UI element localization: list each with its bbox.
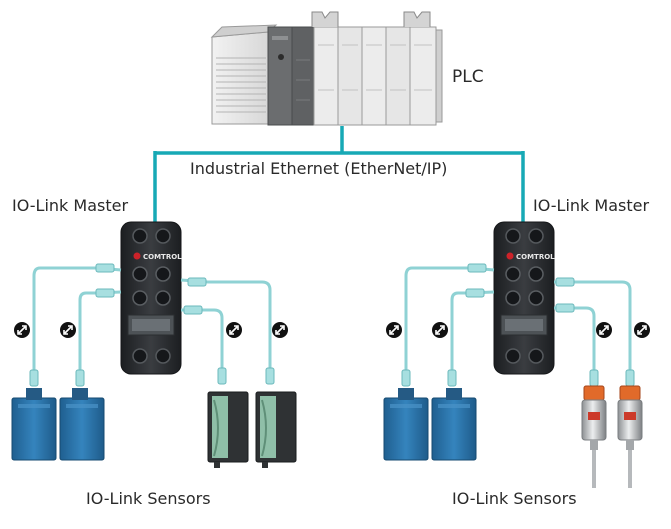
io-link-symbol-icon bbox=[596, 322, 612, 338]
master-brand-label: COMTROL bbox=[516, 253, 555, 261]
pressure-sensor-icon bbox=[581, 385, 607, 488]
light-grid-sensor-icon bbox=[207, 391, 249, 468]
io-link-symbol-icon bbox=[272, 322, 288, 338]
light-grid-sensor-icon bbox=[255, 391, 297, 468]
master-brand-label: COMTROL bbox=[143, 253, 182, 261]
io-link-symbols bbox=[14, 322, 650, 338]
photoelectric-sensor-icon bbox=[59, 388, 105, 461]
io-link-symbol-icon bbox=[14, 322, 30, 338]
cable-connectors bbox=[29, 263, 635, 387]
io-link-symbol-icon bbox=[634, 322, 650, 338]
pressure-sensor-icon bbox=[617, 385, 643, 488]
photoelectric-sensor-icon bbox=[431, 388, 477, 461]
photoelectric-sensor-icon bbox=[11, 388, 57, 461]
photoelectric-sensor-icon bbox=[383, 388, 429, 461]
plc-icon bbox=[210, 11, 443, 126]
network-label: Industrial Ethernet (EtherNet/IP) bbox=[190, 159, 448, 178]
io-link-sensors-label-right: IO-Link Sensors bbox=[452, 489, 577, 508]
io-link-master-icon: COMTROL bbox=[493, 221, 555, 375]
io-link-symbol-icon bbox=[60, 322, 76, 338]
plc-label: PLC bbox=[452, 67, 484, 87]
ethernet-network bbox=[153, 126, 525, 222]
io-link-master-label-right: IO-Link Master bbox=[533, 196, 650, 215]
sensor-cables bbox=[32, 266, 632, 380]
io-link-master-icon: COMTROL bbox=[120, 221, 182, 375]
io-link-symbol-icon bbox=[432, 322, 448, 338]
io-link-master-label-left: IO-Link Master bbox=[12, 196, 129, 215]
io-link-sensors-label-left: IO-Link Sensors bbox=[86, 489, 211, 508]
io-link-symbol-icon bbox=[386, 322, 402, 338]
io-link-symbol-icon bbox=[226, 322, 242, 338]
